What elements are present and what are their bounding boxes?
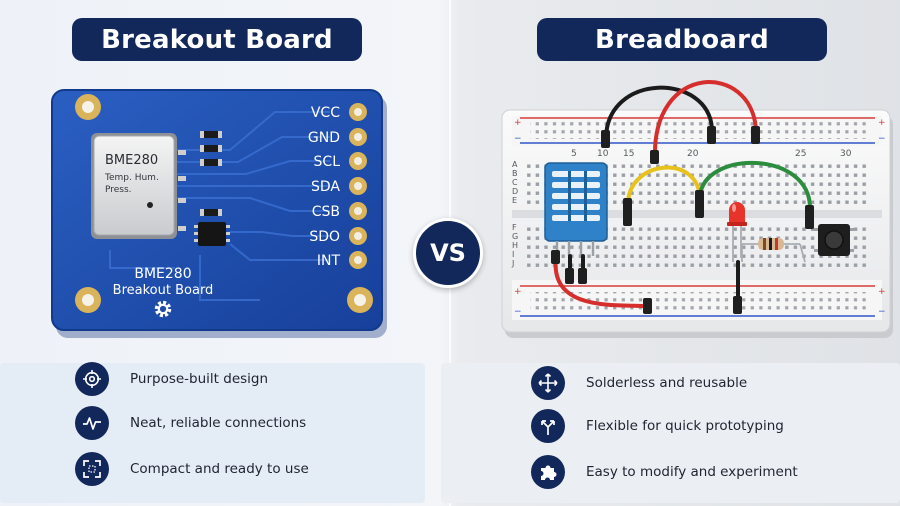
crosshair-icon: [75, 362, 109, 396]
illustrations: VCC GND SCL SDA CSB SDO INT BME280 Temp.…: [51, 80, 893, 338]
mounting-holes: [75, 94, 373, 313]
feature-label: Easy to modify and experiment: [586, 464, 798, 480]
pin-label-scl: SCL: [314, 154, 341, 170]
column-number-15: 15: [623, 149, 634, 159]
pin-label-gnd: GND: [308, 130, 340, 146]
svg-text:G: G: [512, 232, 518, 241]
temperature-humidity-sensor: [544, 162, 608, 256]
column-number-20: 20: [687, 149, 699, 159]
gear-icon: [154, 300, 172, 318]
row-letters-bottom: F G H I J: [511, 223, 518, 268]
feature-label: Solderless and reusable: [586, 375, 748, 391]
breakout-board-title: Breakout Board: [72, 18, 362, 61]
feature-neat-connections: Neat, reliable connections: [75, 406, 306, 440]
smd-components: [178, 131, 230, 246]
svg-text:+: +: [878, 118, 886, 128]
vs-badge: VS: [413, 218, 483, 288]
svg-text:−: −: [514, 307, 522, 317]
board-caption-line2: Breakout Board: [113, 283, 214, 298]
breakout-board-pcb: VCC GND SCL SDA CSB SDO INT BME280 Temp.…: [51, 89, 387, 338]
pin-label-int: INT: [317, 253, 341, 269]
breadboard-features-panel: [441, 363, 900, 503]
feature-easy-modify: Easy to modify and experiment: [531, 455, 798, 489]
jumper-wires: [553, 80, 812, 308]
feature-compact: Compact and ready to use: [75, 452, 309, 486]
feature-label: Flexible for quick prototyping: [586, 418, 784, 434]
chip-text-line1: Temp. Hum.: [104, 173, 159, 183]
column-number-30: 30: [840, 149, 852, 159]
breadboard-title: Breadboard: [537, 18, 827, 61]
svg-text:I: I: [512, 250, 514, 259]
svg-text:+: +: [514, 118, 522, 128]
feature-flexible: Flexible for quick prototyping: [531, 409, 784, 443]
svg-text:E: E: [512, 196, 517, 205]
breadboard: + − + − 5 10 15 20 25 30 A B C D E: [501, 80, 893, 338]
svg-text:+: +: [514, 287, 522, 297]
bme280-chip: BME280 Temp. Hum. Press.: [91, 133, 177, 239]
svg-text:D: D: [512, 187, 518, 196]
chip-name: BME280: [105, 153, 158, 168]
svg-text:F: F: [512, 223, 517, 232]
feature-label: Compact and ready to use: [130, 461, 309, 477]
pin-label-sdo: SDO: [309, 229, 340, 245]
pulse-icon: [75, 406, 109, 440]
pin-pads: [349, 103, 367, 269]
breakout-features-panel: [0, 363, 425, 503]
svg-text:H: H: [512, 241, 518, 250]
board-caption-line1: BME280: [134, 266, 191, 282]
pin-label-csb: CSB: [312, 204, 340, 220]
column-numbers: 5 10 15 20 25 30: [571, 149, 852, 159]
svg-text:+: +: [878, 287, 886, 297]
corner-frame-icon: [75, 452, 109, 486]
feature-label: Purpose-built design: [130, 371, 269, 387]
split-arrow-icon: [531, 409, 565, 443]
pin-label-sda: SDA: [311, 179, 340, 195]
column-number-10: 10: [597, 149, 609, 159]
puzzle-icon: [531, 455, 565, 489]
svg-text:J: J: [511, 259, 514, 268]
svg-text:A: A: [512, 160, 518, 169]
resistor: [741, 238, 806, 263]
svg-text:−: −: [878, 134, 886, 144]
feature-purpose-built: Purpose-built design: [75, 362, 268, 396]
pin-labels: VCC GND SCL SDA CSB SDO INT: [308, 105, 341, 269]
move-arrows-icon: [531, 366, 565, 400]
pin-label-vcc: VCC: [311, 105, 340, 121]
svg-text:B: B: [512, 169, 518, 178]
red-led: [727, 202, 747, 262]
column-number-5: 5: [571, 149, 577, 159]
chip-text-line2: Press.: [105, 185, 132, 195]
svg-text:−: −: [878, 307, 886, 317]
row-letters-top: A B C D E: [512, 160, 518, 205]
feature-label: Neat, reliable connections: [130, 415, 307, 431]
svg-text:−: −: [514, 134, 522, 144]
push-button: [814, 224, 854, 256]
feature-solderless: Solderless and reusable: [531, 366, 747, 400]
column-number-25: 25: [795, 149, 806, 159]
svg-text:C: C: [512, 178, 518, 187]
